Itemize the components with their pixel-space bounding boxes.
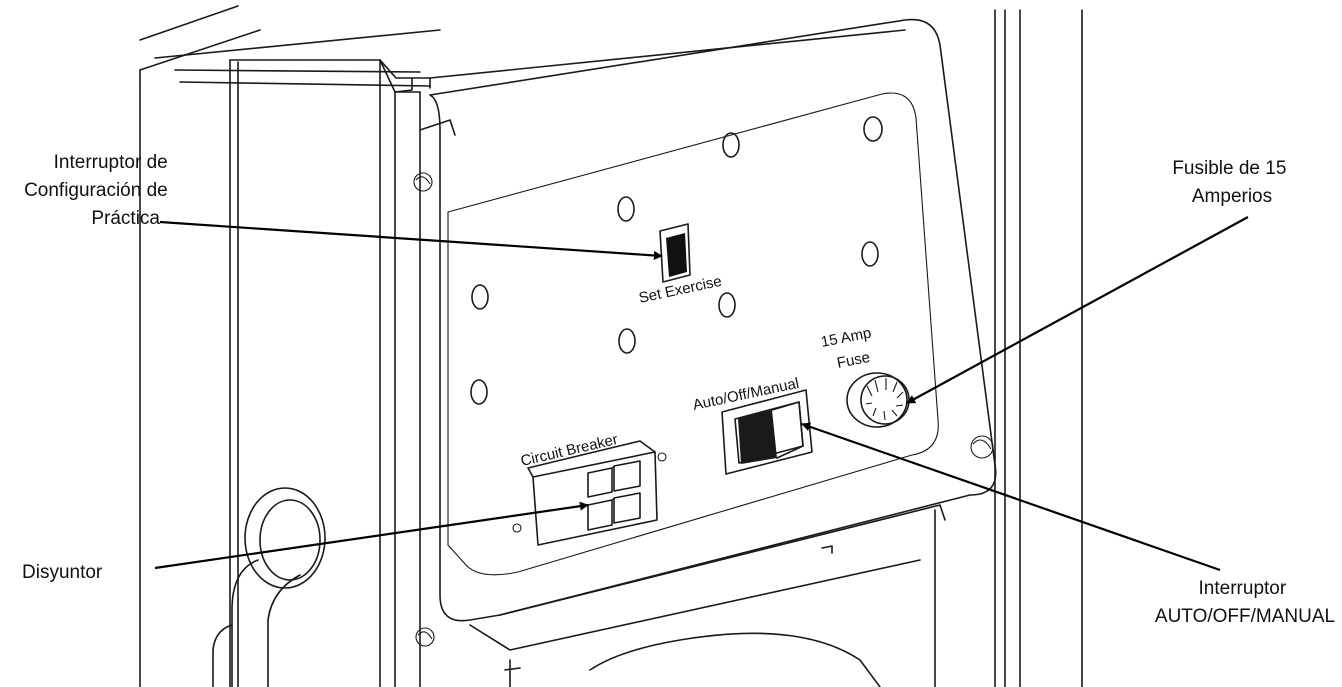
circuit-breaker	[512, 440, 667, 546]
control-panel-plate	[429, 18, 997, 651]
set-exercise-switch	[659, 223, 691, 283]
breaker-leader	[154, 501, 589, 570]
fuse-label-line1: 15 Amp	[820, 325, 873, 351]
auto-switch-leader	[801, 422, 1221, 572]
frame-right-rails	[994, 9, 1083, 687]
callout-fuse: Fusible de 15 Amperios	[1172, 158, 1291, 207]
panel-holes	[470, 116, 883, 405]
lower-components	[504, 509, 936, 687]
fuse-label-line2: Fuse	[836, 349, 872, 372]
housing-top-edges	[139, 5, 441, 87]
fuse-holder	[846, 372, 910, 428]
circuit-breaker-label: Circuit Breaker	[519, 431, 619, 470]
screw-icon	[970, 435, 994, 459]
callout-auto-switch: Interruptor AUTO/OFF/MANUAL	[1155, 578, 1335, 627]
housing-left-wall	[139, 59, 381, 687]
auto-off-manual-label: Auto/Off/Manual	[691, 375, 800, 414]
screw-icon	[415, 627, 435, 647]
callout-exercise-switch: Interruptor de Configuración de Práctica	[24, 152, 173, 229]
exercise-switch-leader	[159, 220, 663, 260]
screw-icon	[413, 172, 433, 192]
callout-breaker: Disyuntor	[22, 562, 103, 583]
frame-front-plate	[379, 29, 906, 687]
elbow-pipe	[212, 487, 326, 687]
auto-off-manual-switch	[721, 389, 813, 475]
fuse-leader	[906, 216, 1249, 404]
mounting-screws	[413, 172, 994, 647]
